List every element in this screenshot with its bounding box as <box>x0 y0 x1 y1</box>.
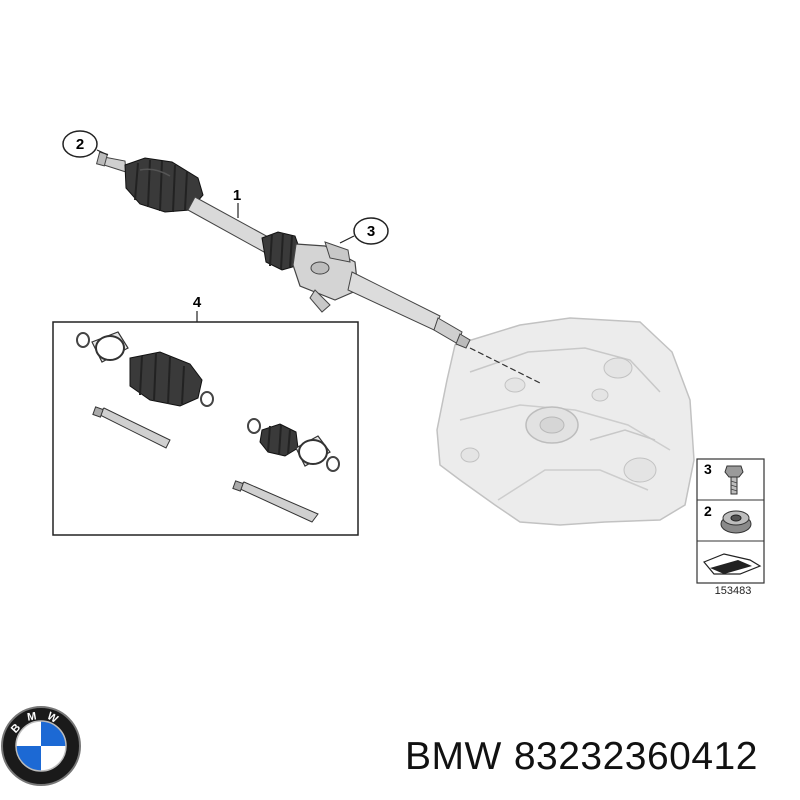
nut-icon <box>720 510 752 534</box>
repair-kit-box: 4 <box>52 294 359 536</box>
bolt-icon <box>724 465 744 495</box>
callout-1-label: 1 <box>233 187 241 204</box>
reference-number: 153483 <box>715 585 752 597</box>
bmw-logo: BMW <box>1 706 81 786</box>
gearbox-housing <box>436 317 695 526</box>
part-number: 83232360412 <box>513 735 758 778</box>
boot-large <box>129 351 203 407</box>
callout-1: 1 <box>233 187 241 218</box>
callout-4-label: 4 <box>193 294 202 311</box>
drive-shaft <box>95 151 471 349</box>
part-caption: BMW 83232360412 <box>405 735 758 779</box>
arrow-symbol-icon <box>703 553 762 575</box>
callout-3: 3 <box>339 217 389 245</box>
brand-name: BMW <box>405 735 502 778</box>
axis-line <box>469 347 541 384</box>
legend-panel: 3 2 <box>696 458 765 584</box>
legend-row-1-number: 3 <box>704 461 712 477</box>
clamp-band-outer <box>91 331 129 363</box>
callout-2: 2 <box>62 130 109 158</box>
legend-row-2-number: 2 <box>704 503 712 519</box>
callout-3-label: 3 <box>367 223 375 240</box>
grease-tube-2 <box>232 480 319 523</box>
clamp-band-inner <box>295 435 331 467</box>
boot-small <box>259 423 299 457</box>
grease-tube-1 <box>92 406 171 449</box>
callout-2-label: 2 <box>76 136 84 153</box>
